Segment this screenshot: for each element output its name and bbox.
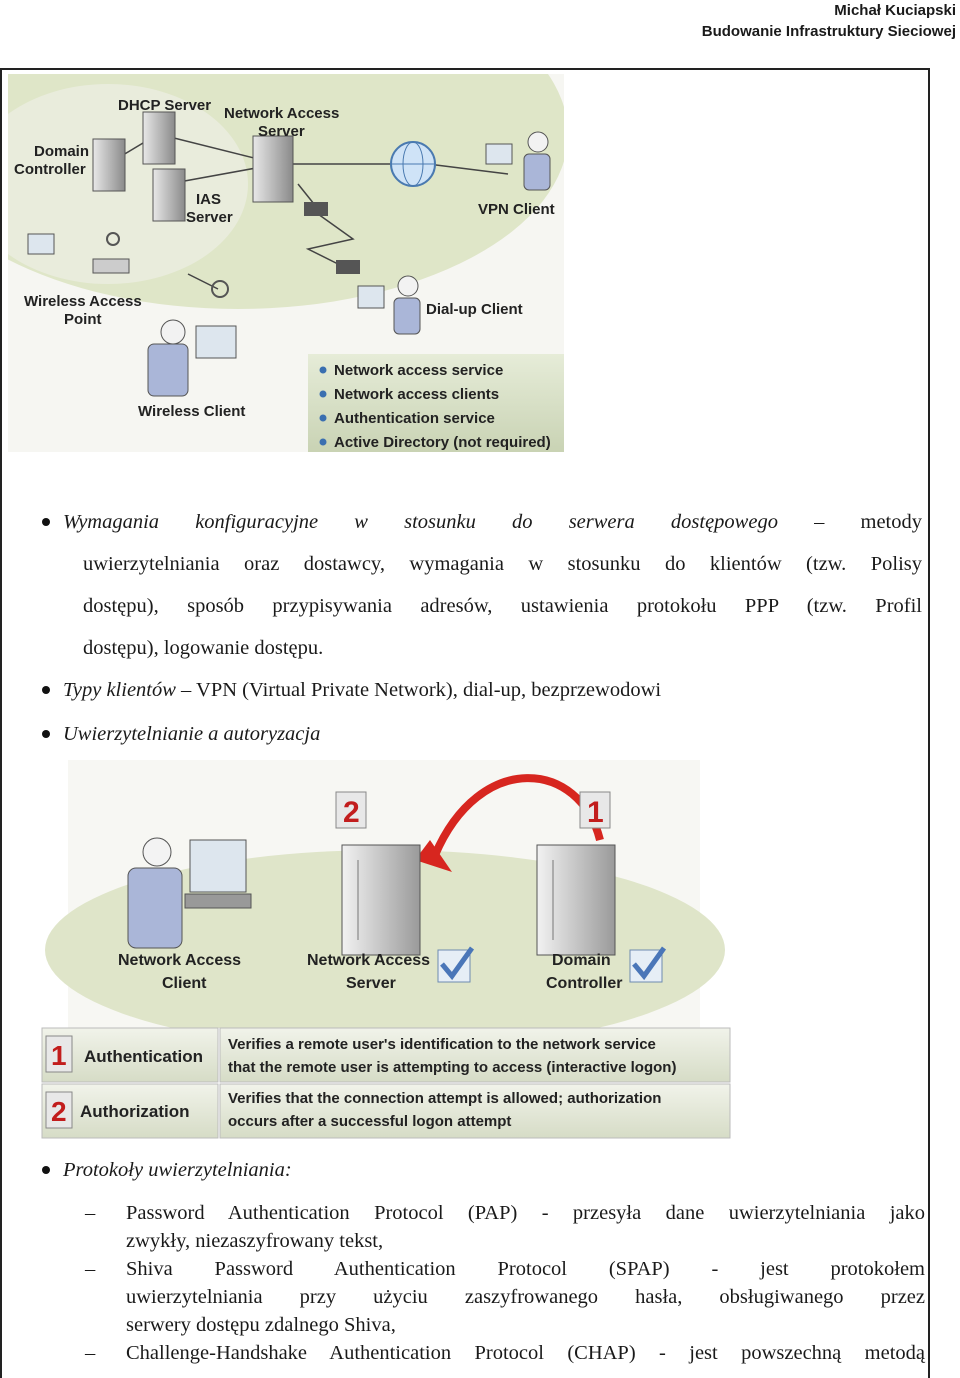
client-user-icon bbox=[127, 837, 252, 949]
label-nas-1: Network Access bbox=[224, 105, 339, 122]
row-number-badge bbox=[45, 1091, 73, 1129]
badge-1: 1 bbox=[579, 791, 611, 829]
globe-icon bbox=[390, 141, 436, 187]
bullet-line: Protokoły uwierzytelniania: bbox=[63, 1149, 922, 1191]
bullet-line: uwierzytelniania oraz dostawcy, wymagani… bbox=[83, 553, 922, 575]
svg-text:1: 1 bbox=[587, 796, 604, 829]
label-nas-2: Server bbox=[258, 123, 305, 140]
dash-mark: – bbox=[85, 1202, 96, 1224]
label-ias-2: Server bbox=[186, 209, 233, 226]
row-desc: that the remote user is attempting to ac… bbox=[228, 1059, 676, 1076]
protocol-line: serwery dostępu zdalnego Shiva, bbox=[126, 1314, 396, 1336]
nas-server-icon bbox=[252, 135, 294, 203]
label-dhcp: DHCP Server bbox=[118, 97, 211, 114]
dash-mark: – bbox=[85, 1258, 96, 1280]
dc-server-icon bbox=[92, 138, 126, 192]
page-header: Michał Kuciapski Budowanie Infrastruktur… bbox=[702, 0, 956, 42]
bullet-dot bbox=[42, 686, 50, 694]
protocol-line: uwierzytelniania przy użyciu zaszyfrowan… bbox=[126, 1286, 925, 1308]
label-nas-1: Network Access bbox=[307, 952, 430, 969]
bullet-protocols: Protokoły uwierzytelniania: bbox=[42, 1149, 922, 1191]
bullet-line: dostępu), sposób przypisywania adresów, … bbox=[83, 595, 922, 617]
legend-item: Active Directory (not required) bbox=[334, 434, 551, 451]
legend-item: Network access clients bbox=[334, 386, 499, 403]
bullet-term: Wymagania konfiguracyjne w stosunku do s… bbox=[63, 511, 778, 533]
label-dialup: Dial-up Client bbox=[426, 301, 523, 318]
arrow-head bbox=[415, 840, 452, 872]
wireless-client-icon bbox=[147, 280, 237, 397]
page-frame bbox=[0, 68, 930, 1378]
row-desc: Verifies that the connection attempt is … bbox=[228, 1090, 661, 1107]
ias-server-icon bbox=[152, 168, 186, 222]
dc-server-icon bbox=[536, 844, 616, 956]
bullet-dot bbox=[42, 730, 50, 738]
label-nac-2: Client bbox=[162, 975, 207, 992]
label-nac-1: Network Access bbox=[118, 952, 241, 969]
protocol-item-chap: – Challenge-Handshake Authentication Pro… bbox=[85, 1339, 925, 1367]
dialup-client-icon bbox=[357, 275, 421, 335]
label-wap-1: Wireless Access bbox=[24, 293, 142, 310]
label-vpn: VPN Client bbox=[478, 201, 555, 218]
check-icon bbox=[629, 946, 667, 983]
legend-bullet bbox=[319, 414, 327, 422]
label-wireless-client: Wireless Client bbox=[138, 403, 245, 420]
protocol-item-pap: – Password Authentication Protocol (PAP)… bbox=[85, 1199, 925, 1255]
label-wap-2: Point bbox=[64, 311, 102, 328]
bullet-term: Typy klientów bbox=[63, 679, 176, 701]
legend-item: Network access service bbox=[334, 362, 503, 379]
label-ias-1: IAS bbox=[196, 191, 221, 208]
badge-2: 2 bbox=[335, 791, 367, 829]
label-dc-1: Domain bbox=[552, 952, 611, 969]
legend-bullet bbox=[319, 438, 327, 446]
domain-zone bbox=[8, 84, 248, 284]
check-icon bbox=[437, 946, 475, 983]
bullet-auth-authz: Uwierzytelnianie a autoryzacja bbox=[42, 713, 922, 755]
legend-box bbox=[308, 354, 564, 452]
vpn-client-icon bbox=[485, 131, 551, 191]
wireless-ap-icon bbox=[27, 232, 130, 274]
protocol-line: Password Authentication Protocol (PAP) -… bbox=[126, 1202, 925, 1224]
bullet-dot bbox=[42, 518, 50, 526]
auth-diagram: 2 1 Network Access Client Network Access… bbox=[40, 760, 735, 1142]
bullet-term: Uwierzytelnianie a autoryzacja bbox=[63, 723, 321, 745]
label-nas-2: Server bbox=[346, 975, 396, 992]
legend-bullet bbox=[319, 390, 327, 398]
row-desc: occurs after a successful logon attempt bbox=[228, 1113, 511, 1130]
row-number: 1 bbox=[51, 1040, 67, 1071]
network-access-diagram: DHCP Server Network Access Server Domain… bbox=[8, 74, 564, 452]
legend-bullet bbox=[319, 366, 327, 374]
bullet-client-types: Typy klientów – VPN (Virtual Private Net… bbox=[42, 669, 922, 711]
bullet-line: Uwierzytelnianie a autoryzacja bbox=[63, 713, 922, 755]
legend-item: Authentication service bbox=[334, 410, 495, 427]
protocol-item-spap: – Shiva Password Authentication Protocol… bbox=[85, 1255, 925, 1339]
bullet-requirements: Wymagania konfiguracyjne w stosunku do s… bbox=[42, 501, 922, 669]
bullet-line: dostępu), logowanie dostępu. bbox=[83, 637, 324, 659]
row-number: 2 bbox=[51, 1096, 67, 1127]
row-desc: Verifies a remote user's identification … bbox=[228, 1036, 656, 1053]
row-desc-cell bbox=[219, 1083, 731, 1139]
header-course: Budowanie Infrastruktury Sieciowej bbox=[701, 23, 956, 40]
row-number-badge bbox=[45, 1035, 73, 1073]
header-author: Michał Kuciapski bbox=[834, 2, 956, 19]
dash-mark: – bbox=[85, 1342, 96, 1364]
bullet-dot bbox=[42, 1166, 50, 1174]
protocol-line: Challenge-Handshake Authentication Proto… bbox=[126, 1342, 925, 1364]
row-label: Authentication bbox=[84, 1047, 203, 1066]
bullet-line: Wymagania konfiguracyjne w stosunku do s… bbox=[63, 511, 922, 533]
label-dc-2: Controller bbox=[546, 975, 622, 992]
bullet-term: Protokoły uwierzytelniania: bbox=[63, 1159, 292, 1181]
svg-text:2: 2 bbox=[343, 796, 360, 829]
bullet-line: Typy klientów – VPN (Virtual Private Net… bbox=[63, 679, 662, 701]
label-dc-2: Controller bbox=[14, 161, 86, 178]
row-desc-cell bbox=[219, 1027, 731, 1083]
row-label: Authorization bbox=[80, 1102, 190, 1121]
dhcp-server-icon bbox=[142, 111, 176, 165]
protocol-line: zwykły, niezaszyfrowany tekst, bbox=[126, 1230, 384, 1252]
protocol-line: Shiva Password Authentication Protocol (… bbox=[126, 1258, 925, 1280]
nas-server-icon bbox=[341, 844, 421, 956]
router-icon bbox=[304, 202, 360, 274]
label-dc-1: Domain bbox=[34, 143, 89, 160]
